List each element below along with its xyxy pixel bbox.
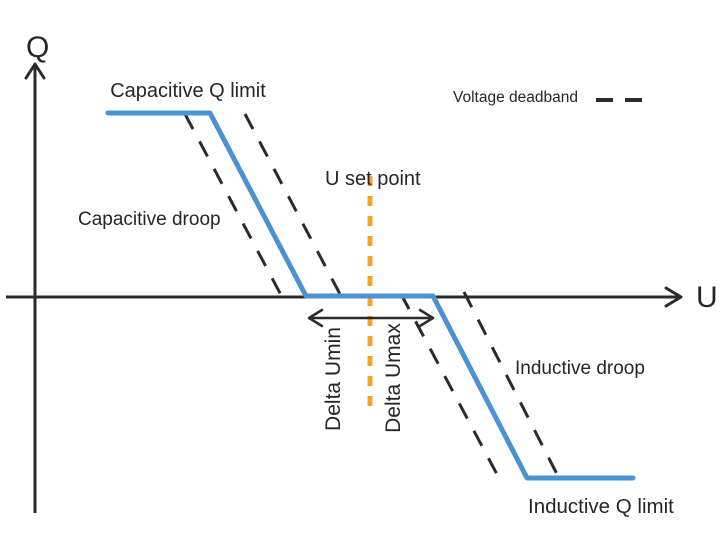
legend-voltage-deadband-label: Voltage deadband: [453, 89, 578, 106]
inductive-droop-label: Inductive droop: [515, 358, 645, 379]
x-axis-label: U: [696, 281, 718, 314]
inductive-deadband-right-line: [462, 291, 562, 481]
u-set-point-label: U set point: [325, 168, 421, 190]
deadband-range-right-arrowhead-icon: [418, 308, 435, 328]
capacitive-deadband-left-line: [183, 113, 283, 296]
x-axis-arrowhead-icon: [664, 286, 683, 308]
y-axis-arrowhead-icon: [24, 62, 46, 80]
delta-umin-label: Delta Umin: [322, 327, 345, 431]
capacitive-deadband-right-line: [243, 113, 343, 297]
capacitive-droop-label: Capacitive droop: [78, 209, 221, 230]
y-axis-label: Q: [26, 31, 49, 64]
delta-umax-label: Delta Umax: [382, 323, 405, 433]
deadband-range-left-arrowhead-icon: [307, 308, 324, 328]
capacitive-q-limit-label: Capacitive Q limit: [110, 80, 266, 102]
inductive-deadband-left-line: [399, 293, 501, 479]
droop-curve-line: [105, 110, 636, 481]
inductive-q-limit-label: Inductive Q limit: [528, 495, 674, 518]
